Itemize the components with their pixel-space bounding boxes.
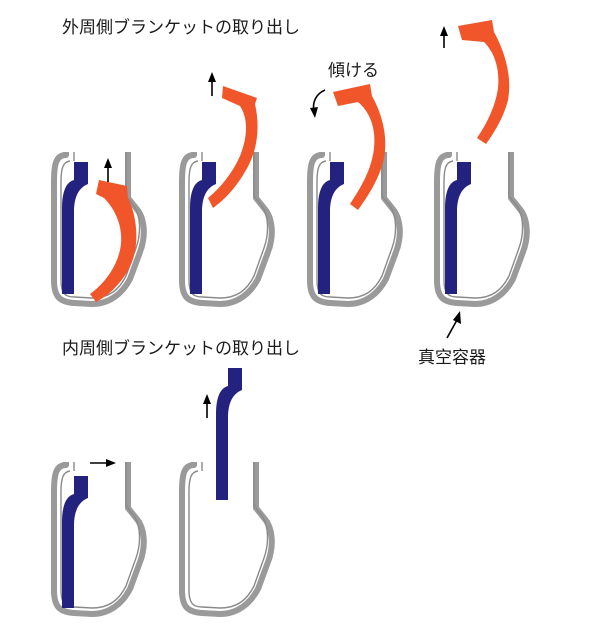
inner-blanket-removal-title: 内周側ブランケットの取り出し bbox=[62, 339, 300, 359]
tilt-curved-arrow bbox=[310, 89, 326, 118]
arrow-up-stage-4 bbox=[440, 26, 448, 48]
inner-stage-2 bbox=[182, 368, 272, 614]
outer-blanket-lifted bbox=[208, 86, 258, 208]
outer-blanket-removed bbox=[458, 20, 510, 144]
tilt-label: 傾ける bbox=[328, 61, 379, 81]
arrow-up-inner bbox=[203, 394, 211, 418]
vacuum-vessel-label: 真空容器 bbox=[418, 348, 486, 368]
outer-stage-1 bbox=[54, 152, 144, 304]
arrow-right-inner bbox=[90, 459, 116, 467]
outer-stage-3 bbox=[310, 84, 400, 304]
arrow-up-stage-2 bbox=[208, 72, 216, 96]
outer-blanket-tilted bbox=[333, 84, 386, 210]
outer-stage-4 bbox=[437, 20, 527, 304]
outer-stage-2 bbox=[182, 86, 272, 304]
arrow-up-stage-1 bbox=[104, 158, 112, 182]
inner-stage-1 bbox=[54, 462, 144, 614]
outer-blanket-installed bbox=[90, 180, 137, 302]
vacuum-vessel-pointer bbox=[446, 311, 461, 339]
outer-blanket-removal-title: 外周側ブランケットの取り出し bbox=[62, 18, 300, 38]
